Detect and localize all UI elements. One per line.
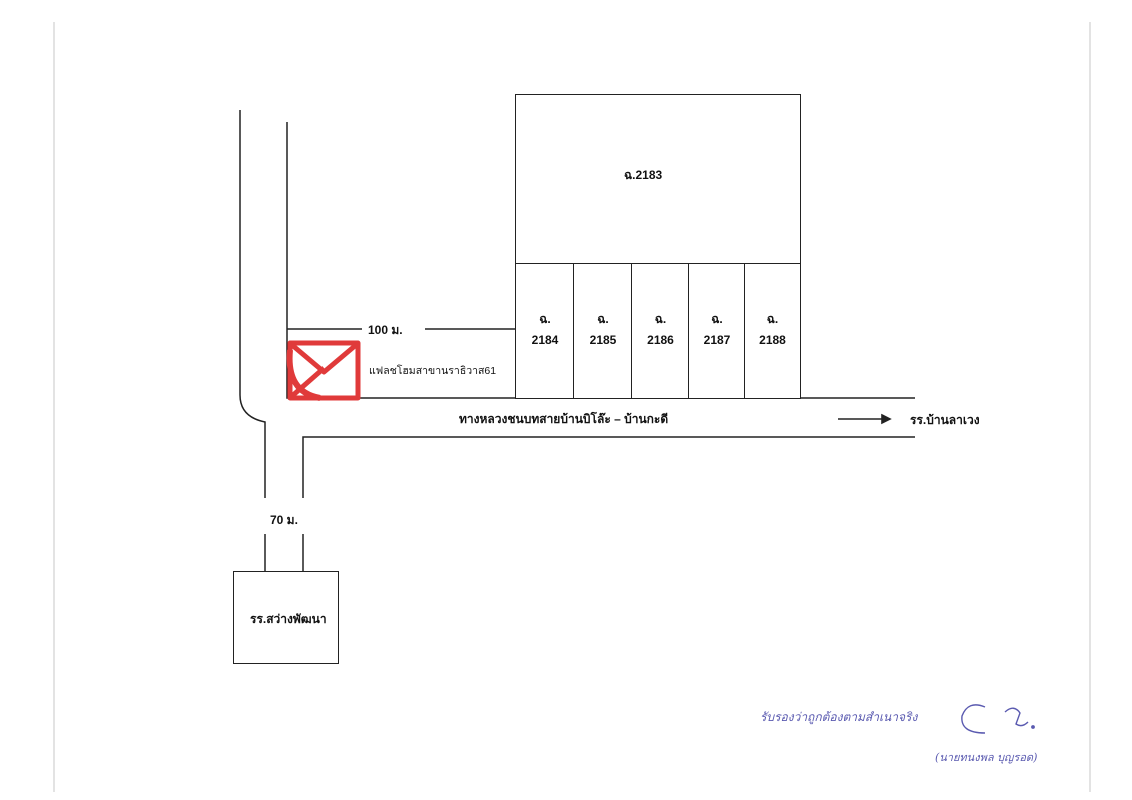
lot-prefix: ฉ.: [539, 312, 551, 326]
main-parcel: ฉ.2183: [515, 94, 801, 265]
lot-prefix: ฉ.: [711, 312, 723, 326]
branch-label: แฟลชโฮมสาขานราธิวาส61: [369, 365, 497, 377]
certification-text: รับรองว่าถูกต้องตามสำเนาจริง: [760, 710, 918, 724]
main-road-lower-edge: [302, 436, 915, 498]
school-label: รร.สว่างพัฒนา: [250, 612, 327, 626]
lot-number: 2186: [647, 333, 674, 347]
lot-number: 2188: [759, 333, 786, 347]
signer-name: (นายทนงพล บุญรอด): [935, 751, 1038, 764]
branch-marker-icon: [286, 340, 361, 401]
lot-2188: ฉ. 2188: [744, 263, 801, 399]
road-label: ทางหลวงชนบทสายบ้านบิโล๊ะ – บ้านกะดี: [459, 412, 669, 426]
direction-label: รร.บ้านลาเวง: [910, 413, 980, 427]
lot-prefix: ฉ.: [597, 312, 609, 326]
lot-number: 2185: [589, 333, 617, 347]
school-box: รร.สว่างพัฒนา: [233, 571, 339, 664]
distance-top-label: 100 ม.: [368, 323, 403, 337]
lot-number: 2187: [703, 333, 731, 347]
lot-2187: ฉ. 2187: [688, 263, 746, 399]
lot-number: 2184: [531, 333, 559, 347]
lot-prefix: ฉ.: [654, 312, 667, 326]
distance-side-label: 70 ม.: [270, 513, 298, 527]
page-edge-left: [53, 22, 55, 792]
lot-2186: ฉ. 2186: [631, 263, 690, 399]
lot-2184: ฉ. 2184: [515, 263, 575, 399]
lot-prefix: ฉ.: [766, 312, 779, 326]
side-road-left-edge: [239, 110, 266, 498]
lot-2185: ฉ. 2185: [573, 263, 633, 399]
signature-mark: [961, 704, 1035, 734]
main-parcel-label: ฉ.2183: [624, 168, 663, 182]
page-edge-right: [1089, 22, 1091, 792]
direction-arrow: [838, 413, 892, 425]
